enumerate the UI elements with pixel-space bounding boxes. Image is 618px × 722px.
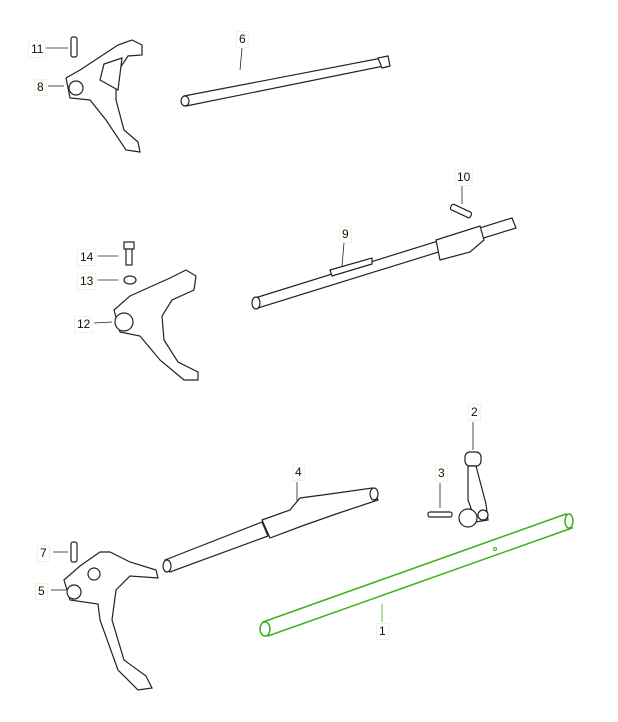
shift-rod-6[interactable] — [180, 55, 391, 107]
pin-7[interactable] — [70, 541, 78, 563]
shift-rod-9[interactable] — [251, 217, 517, 310]
shift-rod-1-selected[interactable] — [259, 513, 574, 637]
callout-11[interactable]: 11 — [28, 41, 47, 58]
callout-10[interactable]: 10 — [454, 169, 474, 186]
callout-13[interactable]: 13 — [77, 273, 97, 290]
pin-11[interactable] — [70, 36, 78, 58]
callout-4[interactable]: 4 — [292, 464, 305, 481]
leader-lines — [46, 47, 474, 622]
shift-rod-4[interactable] — [162, 487, 379, 573]
callout-3[interactable]: 3 — [435, 465, 448, 482]
callout-8[interactable]: 8 — [34, 79, 47, 96]
selector-lever-2[interactable] — [458, 451, 489, 528]
callout-12[interactable]: 12 — [74, 316, 94, 333]
callout-1[interactable]: 1 — [376, 623, 389, 640]
shift-fork-8[interactable] — [65, 39, 143, 153]
callout-2[interactable]: 2 — [468, 404, 481, 421]
callout-6[interactable]: 6 — [236, 31, 249, 48]
bolt-14[interactable] — [123, 241, 135, 266]
callout-9[interactable]: 9 — [339, 226, 352, 243]
callout-14[interactable]: 14 — [77, 249, 97, 266]
shift-fork-5[interactable] — [63, 551, 159, 691]
shift-fork-12[interactable] — [113, 269, 199, 381]
pin-10[interactable] — [449, 203, 473, 219]
callout-5[interactable]: 5 — [35, 583, 48, 600]
washer-13[interactable] — [123, 275, 137, 285]
pin-3[interactable] — [427, 511, 453, 518]
callout-7[interactable]: 7 — [37, 545, 50, 562]
